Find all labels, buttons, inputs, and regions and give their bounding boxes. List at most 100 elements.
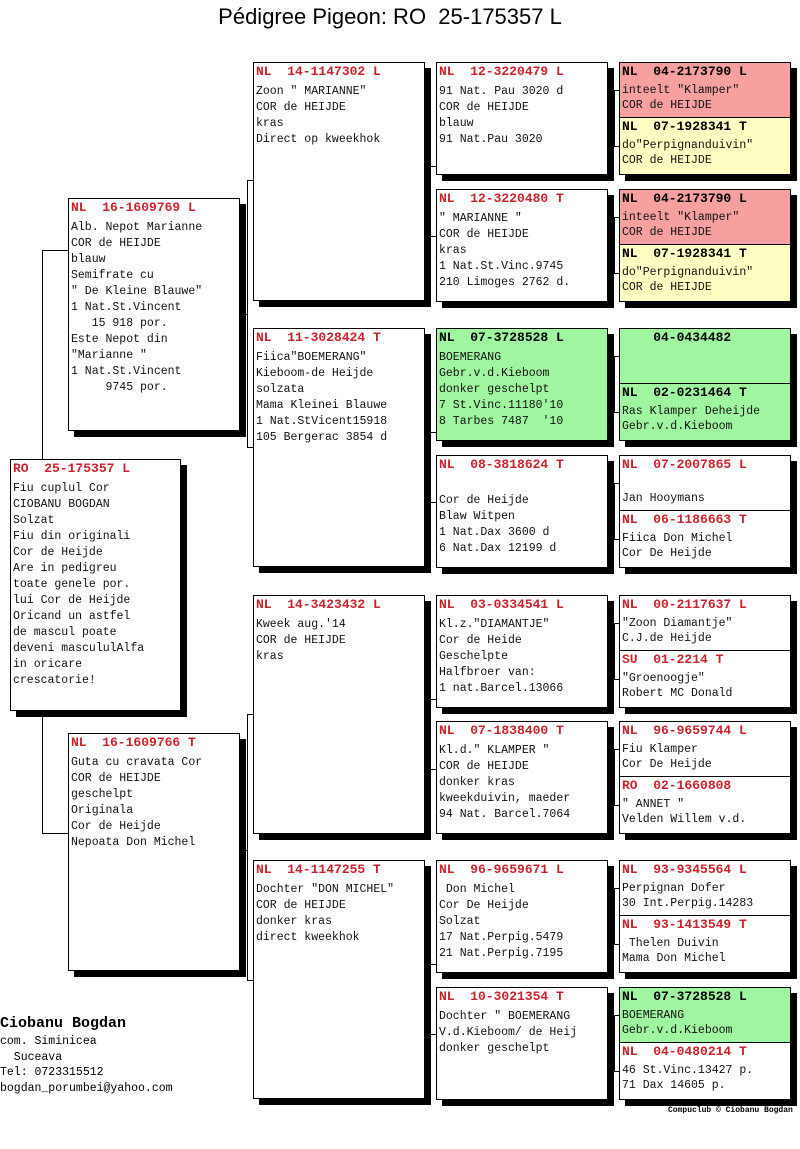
pigeon-info-line: COR de HEIJDE — [71, 237, 161, 250]
pigeon-info-line: inteelt "Klamper" — [622, 84, 740, 97]
connector-line — [430, 769, 436, 770]
owner-phone: Tel: 0723315512 — [0, 1066, 104, 1079]
pigeon-info-line: COR de HEIJDE — [622, 281, 712, 294]
pigeon-info-line: COR de HEIJDE — [439, 228, 529, 241]
pigeon-info-line: Semifrate cu — [71, 269, 154, 282]
pigeon-info-line: de mascul poate — [13, 626, 117, 639]
pigeon-card-ancestor-8[interactable]: NL 12-3220480 T" MARIANNE "COR de HEIJDE… — [436, 189, 608, 302]
ring-number: NL 07-1838400 T — [439, 723, 564, 738]
connector-line — [430, 699, 431, 769]
pigeon-info-line: do"Perpignanduivin" — [622, 139, 754, 152]
pigeon-info-line: Gebr.v.d.Kieboom — [622, 1024, 733, 1037]
connector-line — [614, 483, 619, 484]
ring-number: NL 07-2007865 L — [622, 457, 747, 472]
credit-text: Compuclub © Ciobanu Bogdan — [668, 1106, 793, 1115]
connector-line — [424, 713, 431, 714]
connector-line — [240, 850, 248, 851]
pigeon-info-line: 7 St.Vinc.11180'10 — [439, 399, 564, 412]
ring-number: NL 12-3220480 T — [439, 191, 564, 206]
pigeon-info-line: Cor De Heijde — [439, 899, 529, 912]
pigeon-info-line: Fiica"BOEMERANG" — [256, 351, 367, 364]
pigeon-info-line: Fiu Klamper — [622, 743, 698, 756]
ring-number: NL 07-3728528 L — [439, 330, 564, 345]
pigeon-info-line: Dochter " BOEMERANG — [439, 1010, 571, 1023]
connector-line — [424, 446, 431, 447]
pigeon-info-line: 17 Nat.Perpig.5479 — [439, 931, 564, 944]
pigeon-info-line: 91 Nat.Pau 3020 — [439, 133, 543, 146]
connector-line — [608, 651, 615, 652]
pigeon-info-line: Cor de Heijde — [71, 820, 161, 833]
great-grandparent-pair: NL 00-2117637 L"Zoon Diamantje"C.J.de He… — [619, 595, 791, 708]
ring-number: NL 03-0334541 L — [439, 597, 564, 612]
pigeon-card-ancestor-21[interactable]: NL 07-2007865 L Jan Hooymans — [619, 455, 791, 511]
connector-line — [608, 1043, 615, 1044]
pigeon-info-line: COR de HEIJDE — [622, 154, 712, 167]
pigeon-info-line: donker kras — [439, 776, 515, 789]
owner-email: bogdan_porumbei@yahoo.com — [0, 1081, 173, 1095]
pigeon-info-line: blauw — [439, 117, 474, 130]
ring-number: NL 08-3818624 T — [439, 457, 564, 472]
pigeon-info-line: Fiica Don Michel — [622, 532, 733, 545]
connector-line — [608, 118, 615, 119]
ring-number: NL 04-2173790 L — [622, 191, 747, 206]
pigeon-info-line: Cor de Heide — [439, 634, 522, 647]
pigeon-info-line: kras — [256, 650, 284, 663]
pigeon-info-line: C.J.de Heijde — [622, 632, 712, 645]
pigeon-card-ancestor-15[interactable]: NL 04-2173790 L inteelt "Klamper" COR de H… — [619, 62, 791, 118]
ring-number: NL 14-1147302 L — [256, 64, 381, 79]
pigeon-card-ancestor-19[interactable]: 04-0434482 — [619, 328, 791, 384]
pigeon-card-ancestor-26[interactable]: RO 02-1660808" ANNET "Velden Willem v.d. — [619, 776, 791, 834]
pigeon-info-line: 91 Nat. Pau 3020 d — [439, 85, 564, 98]
ring-number: NL 04-2173790 L — [622, 64, 747, 79]
pigeon-info-line: CIOBANU BOGDAN — [13, 498, 110, 511]
pigeon-info-line: COR de HEIJDE — [439, 760, 529, 773]
connector-line — [614, 146, 619, 147]
pigeon-info-line: toate genele por. — [13, 578, 131, 591]
pigeon-info-line: COR de HEIJDE — [622, 226, 712, 239]
pigeon-info-line: 1 Nat.StVicent15918 — [256, 415, 388, 428]
connector-line — [430, 166, 436, 167]
ring-number: NL 11-3028424 T — [256, 330, 381, 345]
connector-line — [247, 447, 253, 448]
owner-address: com. Siminicea — [0, 1035, 97, 1048]
pigeon-info-line: "Zoon Diamantje" — [622, 617, 733, 630]
pigeon-info-line: Zoon " MARIANNE" — [256, 85, 367, 98]
pigeon-info-line: 1 Nat.St.Vincent — [71, 365, 182, 378]
connector-line — [614, 1071, 619, 1072]
pigeon-info-line: COR de HEIJDE — [622, 99, 712, 112]
page-title: Pédigree Pigeon: RO 25-175357 L — [218, 4, 562, 29]
pigeon-card-ancestor-24[interactable]: SU 01-2214 T"Groenoogje"Robert MC Donald — [619, 650, 791, 708]
connector-line — [42, 710, 43, 834]
connector-line — [424, 978, 431, 979]
pigeon-card-ancestor-23[interactable]: NL 00-2117637 L"Zoon Diamantje"C.J.de He… — [619, 595, 791, 651]
pigeon-info-line: do"Perpignanduivin" — [622, 266, 754, 279]
pigeon-info-line: 105 Bergerac 3854 d — [256, 431, 388, 444]
